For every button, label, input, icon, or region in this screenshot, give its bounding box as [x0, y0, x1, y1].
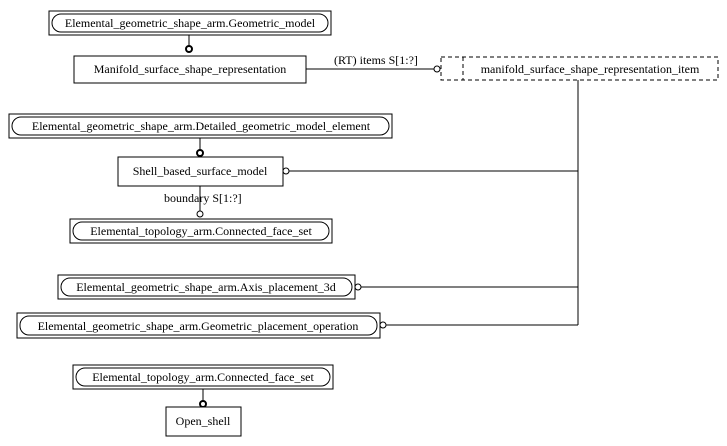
select-endpoint-placement: [379, 321, 387, 329]
supertype-endpoint-detailed-element: [196, 149, 204, 157]
relation-endpoint-boundary: [196, 210, 204, 218]
edge-label-items: (RT) items S[1:?]: [334, 53, 418, 67]
node-open-shell[interactable]: Open_shell: [165, 406, 242, 437]
node-label: Elemental_geometric_shape_arm.Detailed_g…: [32, 119, 371, 133]
node-shell-based-surface-model[interactable]: Shell_based_surface_model: [117, 156, 284, 187]
node-axis-placement-3d[interactable]: Elemental_geometric_shape_arm.Axis_place…: [57, 274, 356, 300]
node-geometric-model[interactable]: Elemental_geometric_shape_arm.Geometric_…: [48, 10, 332, 36]
node-label: Elemental_geometric_shape_arm.Axis_place…: [76, 280, 336, 294]
select-endpoint-shell: [282, 167, 290, 175]
node-manifold-surface-shape-representation[interactable]: Manifold_surface_shape_representation: [73, 55, 307, 84]
edge-label-boundary: boundary S[1:?]: [164, 191, 242, 205]
node-connected-face-set-1[interactable]: Elemental_topology_arm.Connected_face_se…: [69, 218, 333, 244]
node-label: Elemental_topology_arm.Connected_face_se…: [92, 370, 314, 384]
node-detailed-geometric-model-element[interactable]: Elemental_geometric_shape_arm.Detailed_g…: [8, 113, 393, 139]
node-geometric-placement-operation[interactable]: Elemental_geometric_shape_arm.Geometric_…: [16, 312, 381, 339]
node-label: manifold_surface_shape_representation_it…: [481, 62, 700, 76]
supertype-endpoint-geometric-model: [185, 45, 193, 53]
node-label: Open_shell: [176, 414, 231, 428]
node-label: Elemental_topology_arm.Connected_face_se…: [90, 224, 312, 238]
node-label: Shell_based_surface_model: [133, 164, 268, 178]
node-label: Manifold_surface_shape_representation: [94, 62, 287, 76]
node-label: Elemental_geometric_shape_arm.Geometric_…: [38, 319, 359, 333]
node-label: Elemental_geometric_shape_arm.Geometric_…: [65, 16, 316, 30]
supertype-endpoint-connected-face-set: [199, 400, 207, 408]
select-endpoint-axis: [354, 283, 362, 291]
node-connected-face-set-2[interactable]: Elemental_topology_arm.Connected_face_se…: [72, 364, 334, 390]
node-manifold-surface-shape-representation-item[interactable]: manifold_surface_shape_representation_it…: [440, 56, 719, 81]
relation-endpoint-items: [433, 65, 441, 73]
